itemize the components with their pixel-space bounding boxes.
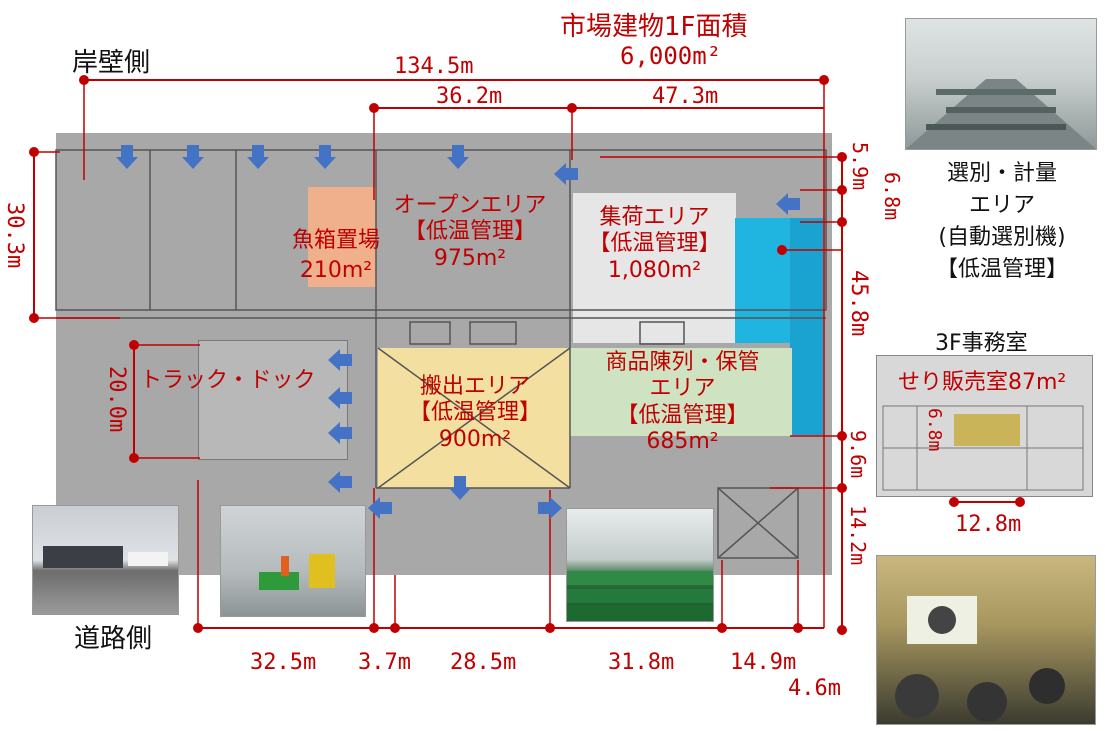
office-dim-width: 12.8m	[955, 512, 1022, 537]
road-side-photo	[32, 505, 179, 615]
crates-photo	[566, 508, 714, 622]
auction-room-label: せり販売室87m²	[898, 370, 1067, 395]
display-area-name1: 商品陳列・保管	[605, 350, 760, 375]
sorting-room-image	[906, 79, 1096, 149]
arrow-left-icon	[554, 163, 578, 185]
dim-bottom-6: 4.6m	[788, 676, 841, 701]
dim-open-width: 36.2m	[436, 84, 503, 109]
sorting-area-photo	[905, 18, 1097, 150]
outgoing-area-control: 【低温管理】	[408, 400, 541, 426]
arrow-left-icon	[776, 193, 800, 215]
building-area: 6,000m²	[620, 42, 722, 70]
dim-bottom-2: 3.7m	[358, 650, 411, 675]
dim-bottom-3: 28.5m	[450, 650, 517, 675]
sorting-label: 選別・計量 エリア (自動選別機) 【低温管理】	[902, 158, 1102, 286]
fish-crates-image	[567, 571, 713, 621]
truck-dock-label: トラック・ドック	[140, 368, 316, 393]
outgoing-area-label: 搬出エリア 【低温管理】 900m²	[380, 374, 570, 453]
forklift-photo	[220, 505, 366, 617]
forklift-image	[259, 554, 335, 590]
dim-right-top: 5.9m	[848, 142, 872, 191]
quay-side-label: 岸壁側	[72, 48, 151, 78]
open-area-control: 【低温管理】	[403, 219, 536, 245]
outgoing-area-size: 900m²	[438, 426, 512, 452]
dim-depth-left: 30.3m	[2, 202, 27, 269]
meeting-room-image	[895, 596, 1065, 722]
display-area-control: 【低温管理】	[616, 402, 749, 428]
arrow-left-icon	[328, 422, 352, 444]
open-area-label: オープンエリア 【低温管理】 975m²	[380, 193, 560, 272]
arrow-down-icon	[247, 145, 269, 169]
arrow-right-icon	[538, 497, 562, 519]
dim-right-low: 9.6m	[846, 430, 870, 479]
office-plan-linework	[882, 405, 1084, 491]
loading-dock-image	[43, 546, 168, 568]
arrow-left-icon	[328, 387, 352, 409]
building-title: 市場建物1F面積	[560, 12, 748, 42]
sorting-line1: 選別・計量	[946, 161, 1057, 186]
meeting-room-photo	[876, 555, 1096, 725]
dim-collect-width: 47.3m	[652, 84, 719, 109]
office-plan	[876, 355, 1093, 497]
collect-area-name: 集荷エリア	[599, 205, 710, 230]
fishbox-label: 魚箱置場 210m²	[292, 228, 380, 285]
dim-bottom-5: 14.9m	[730, 650, 797, 675]
dim-bottom-1: 32.5m	[250, 650, 317, 675]
display-area-label: 商品陳列・保管 エリア 【低温管理】 685m²	[575, 350, 790, 456]
sorting-line4: 【低温管理】	[935, 256, 1068, 282]
fishbox-zone	[308, 187, 376, 287]
dim-overall-width: 134.5m	[394, 54, 474, 79]
collect-area-control: 【低温管理】	[588, 231, 721, 257]
dim-right-top2: 6.8m	[880, 172, 904, 221]
outgoing-area-name: 搬出エリア	[419, 374, 530, 399]
collect-area-size: 1,080m²	[607, 257, 702, 283]
arrow-down-icon	[447, 145, 469, 169]
arrow-down-icon	[449, 476, 471, 500]
dim-dock-height: 20.0m	[104, 366, 129, 433]
display-zone	[570, 348, 792, 436]
dim-bottom-4: 31.8m	[608, 650, 675, 675]
fishbox-name: 魚箱置場	[292, 228, 381, 253]
arrow-left-icon	[368, 497, 392, 519]
arrow-down-icon	[116, 145, 138, 169]
display-area-size: 685m²	[646, 429, 719, 455]
open-area-size: 975m²	[433, 245, 507, 271]
arrow-down-icon	[314, 145, 336, 169]
road-side-label: 道路側	[74, 624, 153, 654]
office-title: 3F事務室	[935, 331, 1028, 356]
fishbox-area: 210m²	[299, 258, 373, 284]
office-dim-height: 6.8m	[924, 408, 945, 452]
dim-right-mid: 45.8m	[846, 270, 871, 337]
arrow-left-icon	[328, 471, 352, 493]
open-area-name: オープンエリア	[393, 193, 547, 218]
sorting-zone	[735, 218, 790, 343]
sorting-line2: エリア	[968, 192, 1035, 218]
sorting-zone-strip	[790, 218, 823, 435]
arrow-left-icon	[328, 349, 352, 371]
collect-area-label: 集荷エリア 【低温管理】 1,080m²	[572, 205, 737, 284]
display-area-name2: エリア	[649, 376, 716, 402]
arrow-down-icon	[182, 145, 204, 169]
dim-right-bottom: 14.2m	[846, 505, 870, 566]
sorting-line3: (自動選別機)	[938, 224, 1066, 250]
